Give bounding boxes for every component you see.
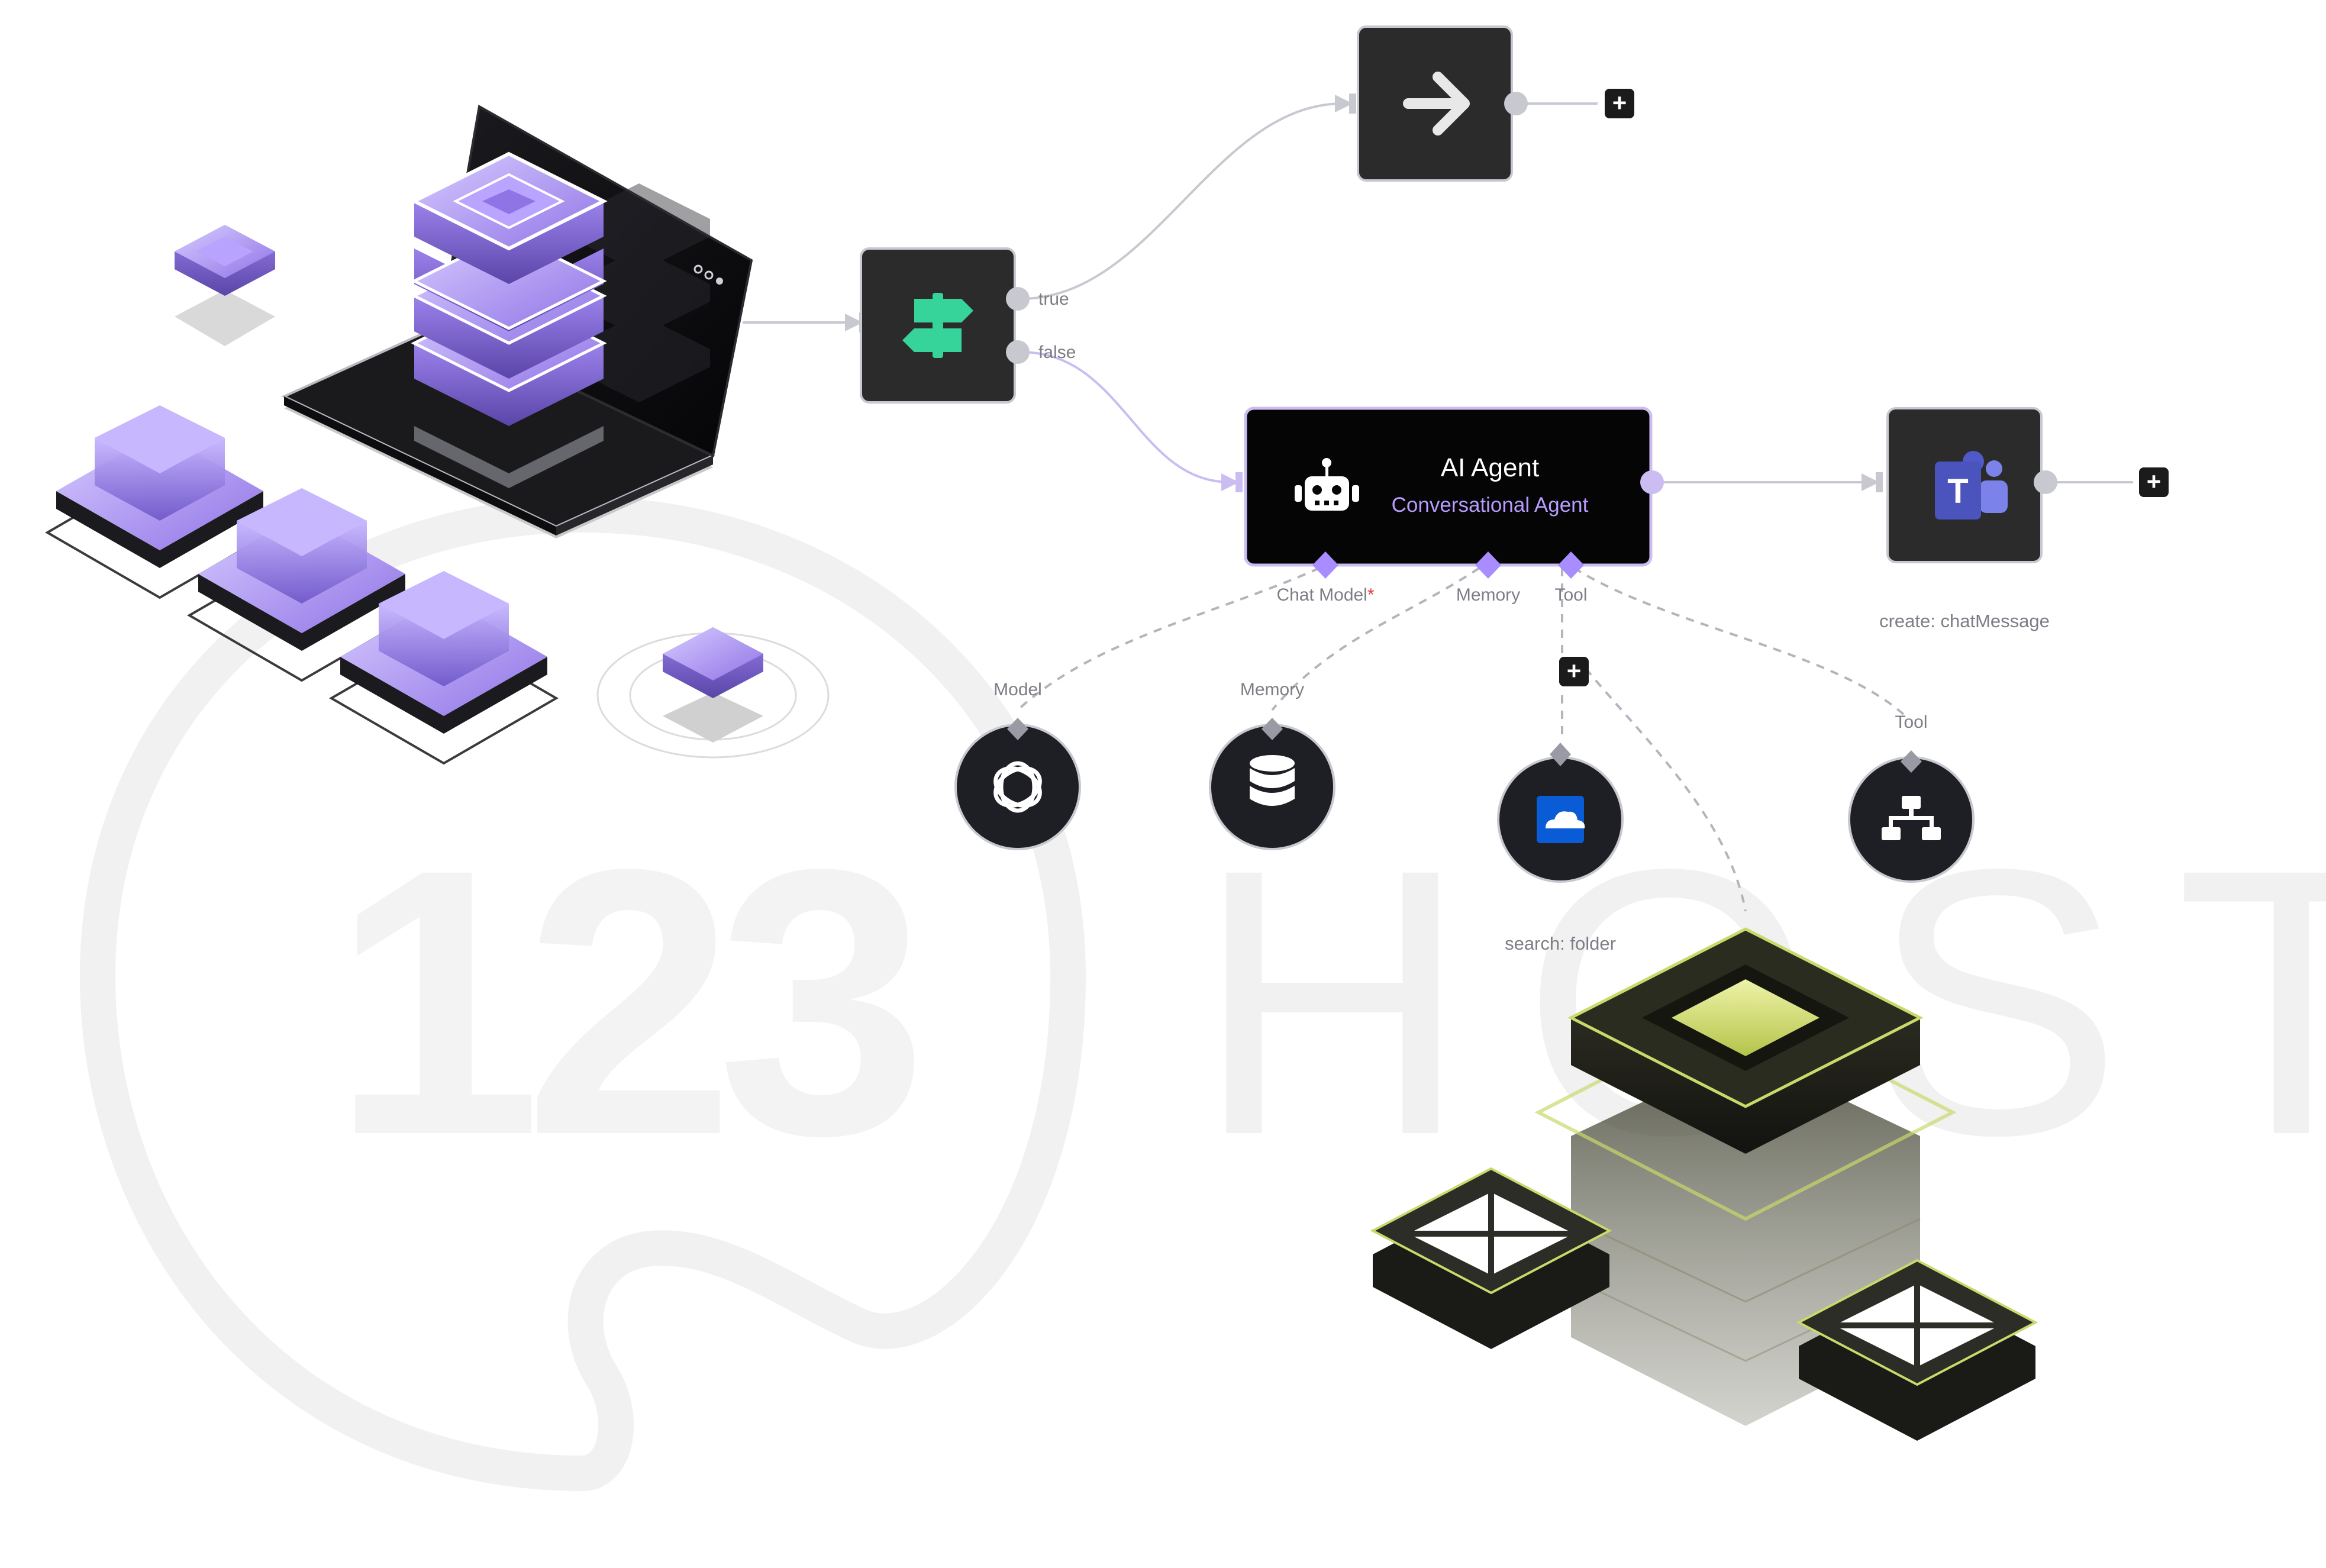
agent-output-port[interactable] — [1640, 470, 1664, 494]
onedrive-icon — [1537, 796, 1585, 843]
sub-connectors — [1017, 567, 1906, 912]
dashed-tool-link-3 — [1573, 567, 1906, 717]
connectors — [743, 102, 2133, 483]
svg-text:+: + — [1612, 89, 1627, 117]
memory-subnode[interactable] — [1209, 718, 1335, 850]
memory-port[interactable] — [1475, 551, 1501, 579]
tool-port-label: Tool — [1554, 585, 1587, 605]
add-button-after-teams[interactable]: + — [2139, 467, 2169, 497]
floating-tile-with-rings — [596, 627, 830, 759]
onedrive-caption: search: folder — [1505, 933, 1616, 954]
teams-node[interactable]: T — [1886, 407, 2057, 563]
database-icon — [1250, 755, 1295, 806]
server-laptop-illustration — [45, 104, 830, 765]
agent-title: AI Agent — [1441, 453, 1539, 482]
if-node[interactable]: true false — [860, 247, 1076, 404]
memory-port-label: Memory — [1456, 585, 1520, 605]
if-false-label: false — [1038, 343, 1076, 362]
ai-agent-node[interactable]: AI Agent Conversational Agent — [1244, 406, 1664, 579]
model-label: Model — [993, 680, 1042, 699]
svg-text:+: + — [2147, 467, 2162, 495]
next-output-port[interactable] — [1504, 92, 1528, 115]
arrow-right-icon — [1403, 72, 1470, 135]
connector-if-true-to-next — [1020, 102, 1344, 300]
chat-model-port[interactable] — [1312, 551, 1338, 579]
if-true-output-port[interactable] — [1006, 287, 1030, 311]
tool-label: Tool — [1895, 712, 1927, 732]
openai-icon — [993, 761, 1042, 813]
onedrive-subnode[interactable] — [1497, 743, 1624, 883]
add-button-after-next[interactable]: + — [1605, 89, 1634, 118]
left-window-block — [1370, 1167, 1612, 1349]
memory-label: Memory — [1240, 680, 1304, 699]
right-window-block — [1796, 1259, 2038, 1441]
watermark-digits: 123 — [331, 791, 918, 1214]
if-true-label: true — [1038, 289, 1069, 309]
microsoft-teams-icon: T — [1935, 451, 2008, 520]
if-false-output-port[interactable] — [1006, 340, 1030, 364]
add-tool-button[interactable]: + — [1559, 657, 1589, 686]
lime-server-illustration — [1370, 927, 2038, 1441]
chat-model-label: Chat Model* — [1276, 585, 1374, 605]
cube-platform-3 — [329, 571, 559, 765]
agent-subtitle: Conversational Agent — [1392, 493, 1589, 517]
model-subnode[interactable] — [954, 718, 1081, 850]
tool-subnode[interactable] — [1848, 750, 1975, 883]
teams-output-port[interactable] — [2034, 470, 2057, 494]
dashed-tool-link-4 — [1585, 667, 1747, 912]
floating-purple-tile — [175, 225, 275, 346]
network-icon — [1882, 796, 1941, 840]
signpost-icon — [902, 293, 973, 358]
teams-caption: create: chatMessage — [1879, 611, 2050, 631]
tool-port[interactable] — [1558, 551, 1584, 579]
svg-text:+: + — [1567, 657, 1582, 685]
next-node[interactable] — [1357, 25, 1528, 182]
cube-platform-1 — [45, 405, 275, 599]
dashed-memory-link — [1271, 567, 1480, 711]
robot-icon — [1295, 458, 1359, 511]
dashed-model-link — [1017, 567, 1320, 711]
purple-server-stack — [410, 151, 608, 488]
connector-if-false-to-agent — [1020, 351, 1231, 483]
svg-text:T: T — [1947, 472, 1968, 511]
